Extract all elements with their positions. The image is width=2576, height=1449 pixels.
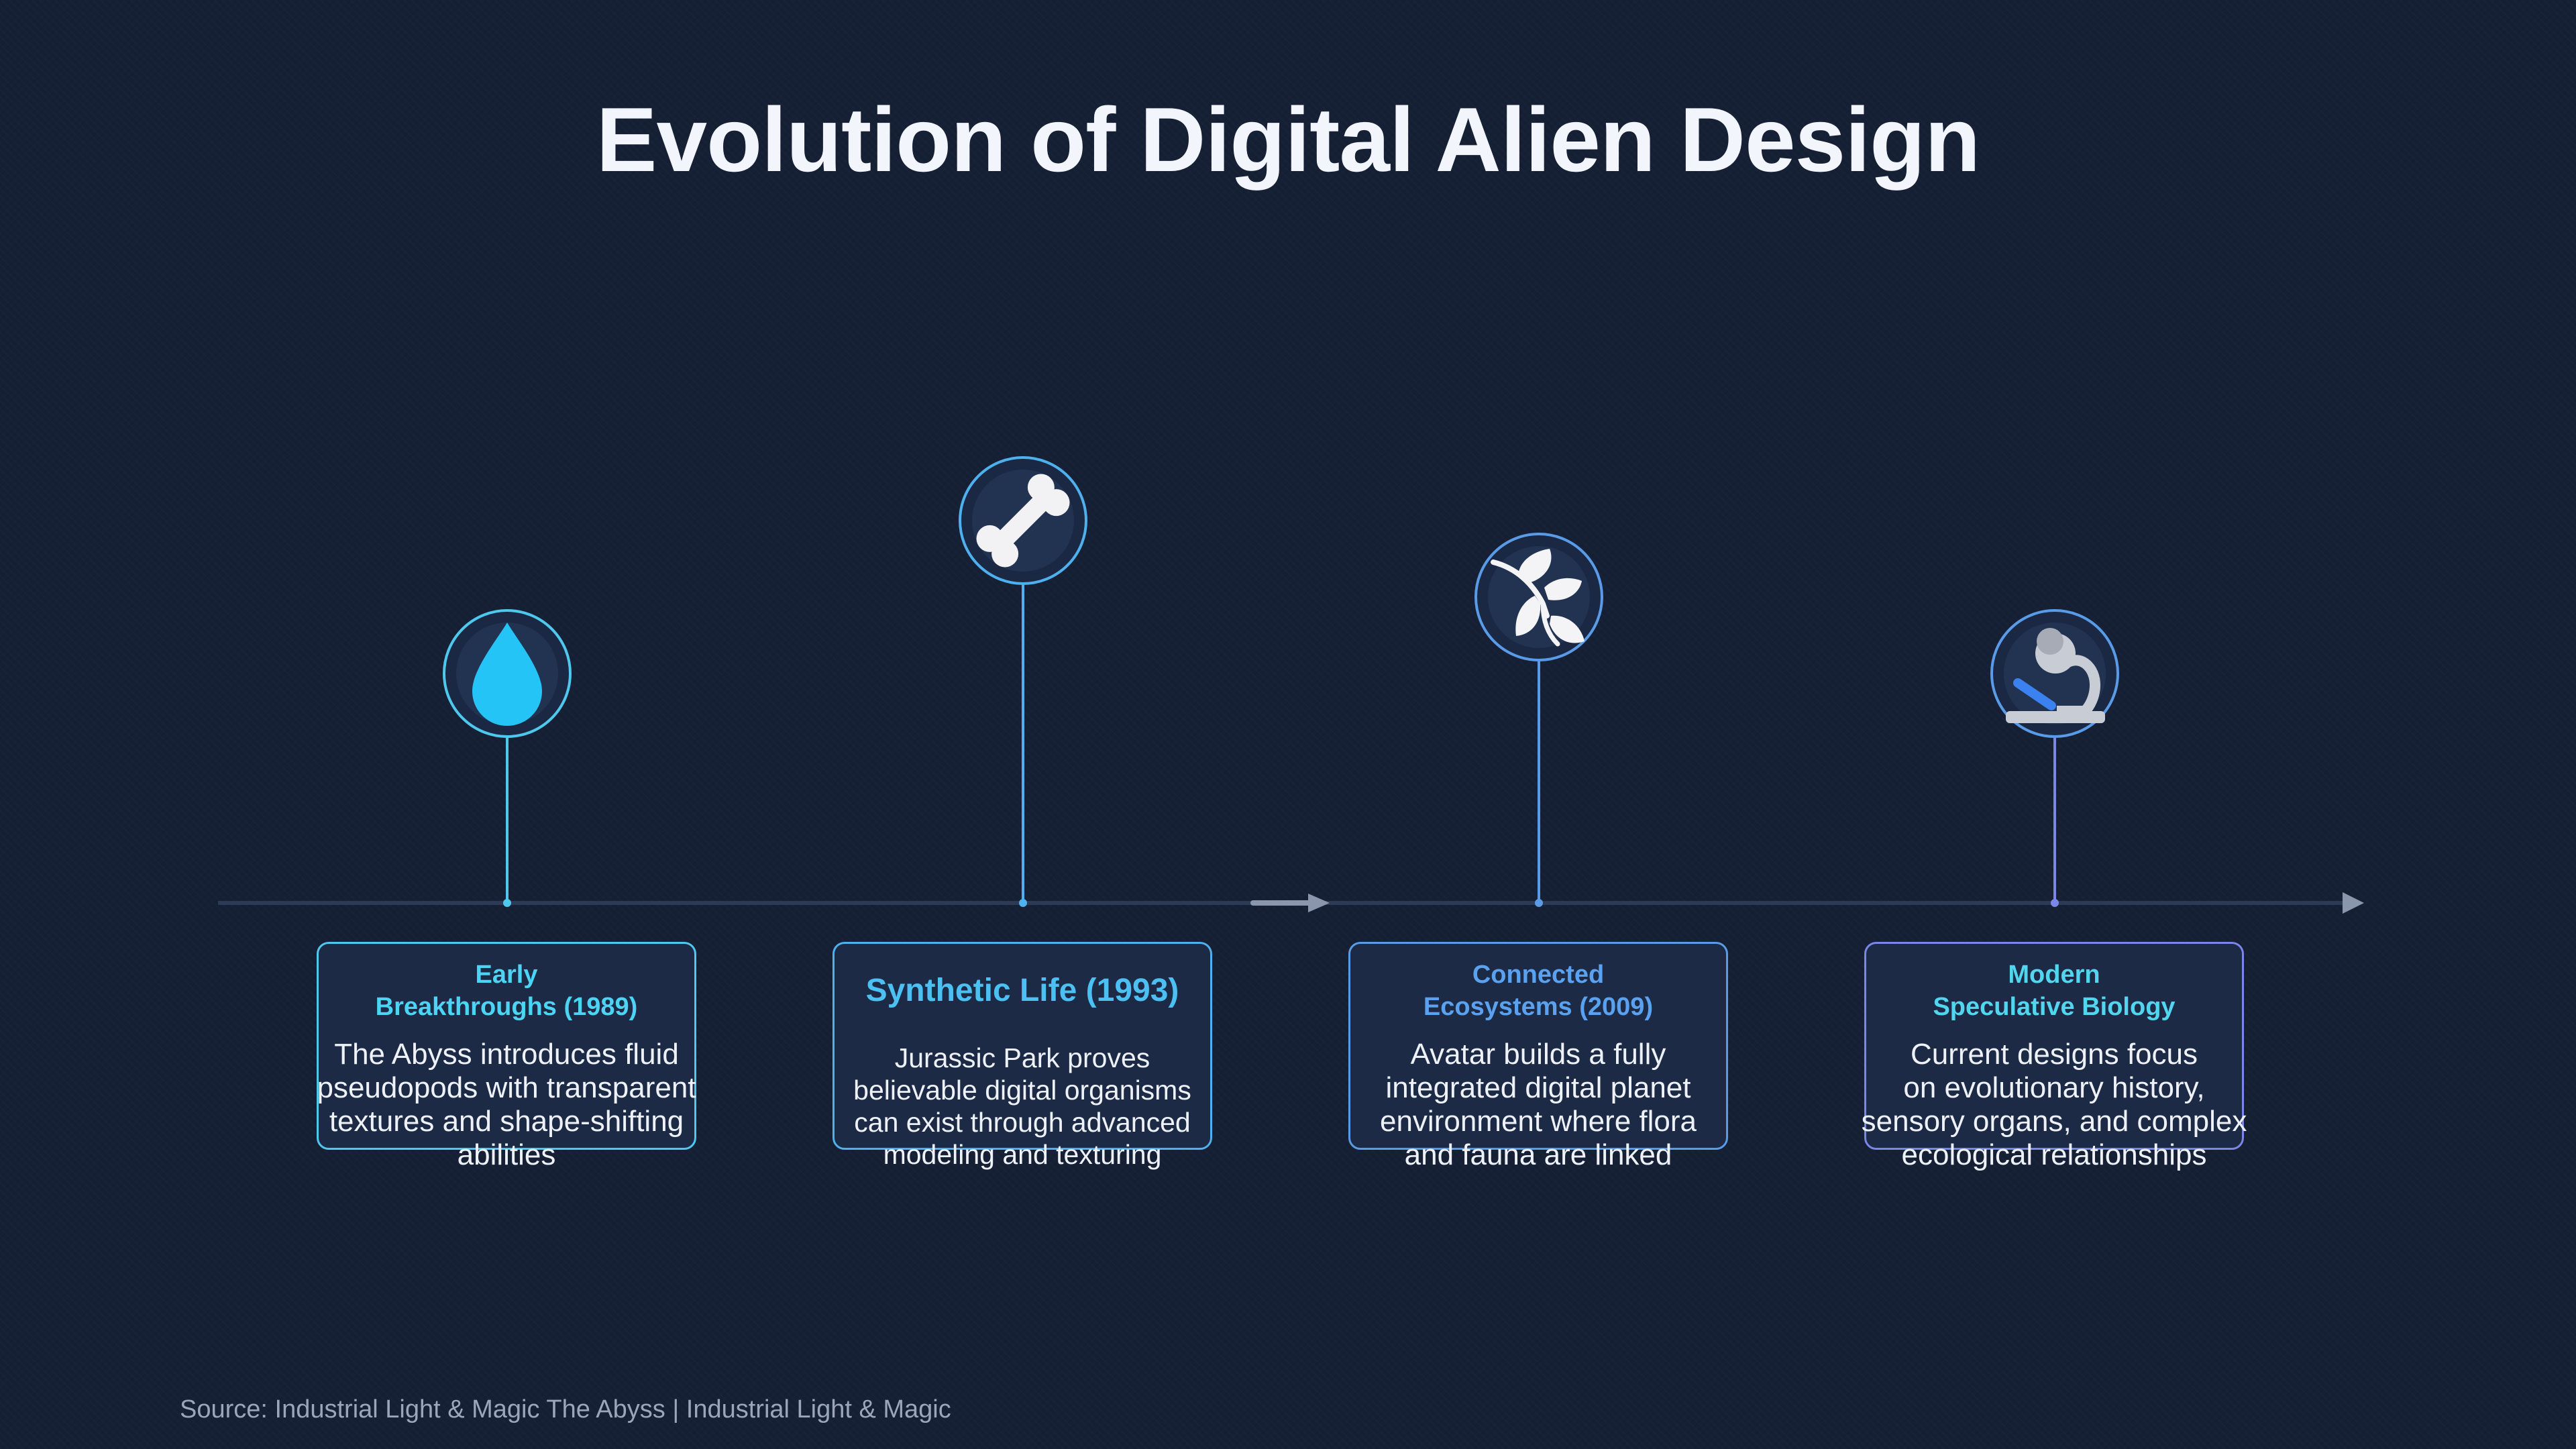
- event-card-description: Avatar builds a fully integrated digital…: [1379, 1038, 1697, 1171]
- event-card-heading: Early Breakthroughs (1989): [375, 961, 638, 1021]
- event-card-heading: Synthetic Life (1993): [865, 973, 1179, 1008]
- event-card-description: The Abyss introduces fluid pseudopods wi…: [317, 1038, 696, 1171]
- timeline-event-3: [1474, 533, 1603, 907]
- event-card-4: Modern Speculative Biology Current desig…: [1862, 942, 2247, 1171]
- event-card-heading: Modern Speculative Biology: [1933, 961, 2176, 1021]
- source-note: Source: Industrial Light & Magic The Aby…: [180, 1395, 951, 1424]
- water-drop-icon: [472, 623, 542, 726]
- axis-mid-arrow-head: [1308, 894, 1330, 912]
- timeline-event-1: [443, 609, 572, 907]
- page-title: Evolution of Digital Alien Design: [596, 89, 1980, 191]
- microscope-icon: [2006, 628, 2105, 723]
- leaves-icon: [1491, 549, 1585, 647]
- event-3-dot: [1535, 899, 1543, 907]
- event-card-heading: Connected Ecosystems (2009): [1423, 961, 1654, 1021]
- event-card-description: Jurassic Park proves believable digital …: [853, 1042, 1191, 1170]
- axis-end-arrow: [2343, 892, 2364, 914]
- bone-icon: [976, 474, 1070, 568]
- event-4-icon-inner: [2004, 623, 2106, 724]
- timeline-event-2: [959, 456, 1087, 907]
- event-card-3: Connected Ecosystems (2009) Avatar build…: [1348, 942, 1728, 1171]
- event-card-description: Current designs focus on evolutionary hi…: [1861, 1038, 2247, 1171]
- event-4-dot: [2051, 899, 2059, 907]
- event-2-dot: [1019, 899, 1027, 907]
- event-card-2: Synthetic Life (1993) Jurassic Park prov…: [833, 942, 1212, 1170]
- timeline-event-4: [1990, 609, 2119, 907]
- event-card-1: Early Breakthroughs (1989) The Abyss int…: [317, 942, 696, 1171]
- event-1-dot: [503, 899, 511, 907]
